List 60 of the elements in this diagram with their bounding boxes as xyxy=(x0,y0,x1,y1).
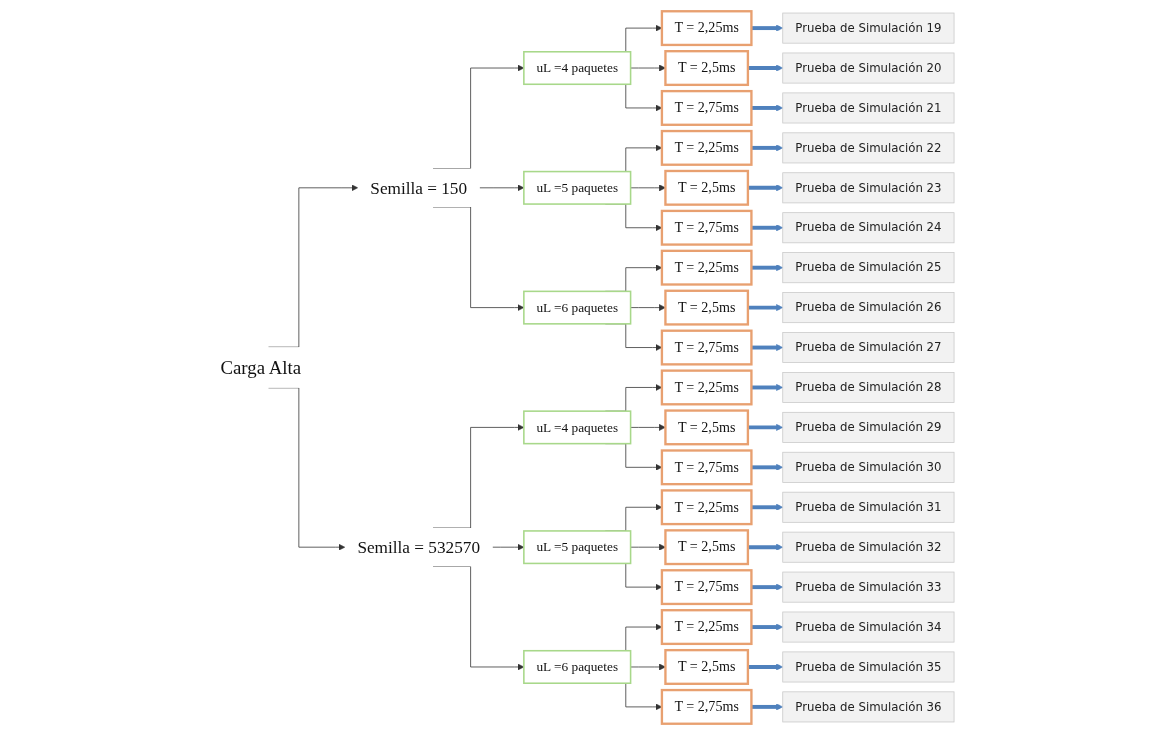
arrow xyxy=(750,623,783,631)
node-box: Prueba de Simulación 22 xyxy=(781,132,954,164)
arrow xyxy=(750,463,783,471)
node-box: Prueba de Simulación 19 xyxy=(781,12,954,44)
node-box: T = 2,5ms xyxy=(663,648,749,685)
node-box: uL =5 paquetes xyxy=(522,530,631,565)
node-box: T = 2,5ms xyxy=(663,169,749,206)
arrow xyxy=(747,184,783,192)
node-box: T = 2,25ms xyxy=(660,10,753,47)
node-box: T = 2,75ms xyxy=(660,89,753,126)
node-box: Prueba de Simulación 21 xyxy=(781,92,954,124)
arrow xyxy=(747,304,783,312)
arrow xyxy=(750,384,783,391)
node-box: Prueba de Simulación 36 xyxy=(781,691,954,723)
node-box: T = 2,25ms xyxy=(660,609,753,646)
arrow xyxy=(750,583,783,591)
arrow xyxy=(750,24,783,32)
node-box: T = 2,5ms xyxy=(663,409,749,446)
node-box: T = 2,25ms xyxy=(660,129,753,166)
node-box: Prueba de Simulación 34 xyxy=(781,611,954,643)
arrow xyxy=(750,503,783,511)
node-box: Prueba de Simulación 20 xyxy=(781,52,954,84)
node-box: T = 2,75ms xyxy=(660,449,753,486)
node-box: Prueba de Simulación 26 xyxy=(781,292,954,324)
node-box: Prueba de Simulación 30 xyxy=(781,451,954,483)
node-box: T = 2,75ms xyxy=(660,688,753,725)
node-box: T = 2,75ms xyxy=(660,329,753,366)
node-box: Prueba de Simulación 32 xyxy=(781,531,954,563)
node-box: Prueba de Simulación 25 xyxy=(781,252,954,284)
arrow xyxy=(747,423,783,431)
node-box: T = 2,25ms xyxy=(660,249,753,286)
node-box: T = 2,75ms xyxy=(660,209,753,246)
node-box: uL =6 paquetes xyxy=(522,290,631,325)
node-box: Prueba de Simulación 31 xyxy=(781,491,954,523)
node-box: uL =4 paquetes xyxy=(522,410,631,445)
node-box: Prueba de Simulación 33 xyxy=(781,571,954,603)
node-box: T = 2,25ms xyxy=(660,369,753,406)
arrow xyxy=(750,104,783,112)
node-box: Prueba de Simulación 23 xyxy=(781,172,954,204)
node-box: T = 2,5ms xyxy=(663,529,749,566)
node-box: Prueba de Simulación 28 xyxy=(781,372,954,403)
arrow xyxy=(750,224,783,232)
node-box: Prueba de Simulación 27 xyxy=(781,332,954,363)
arrow xyxy=(747,543,783,551)
arrow xyxy=(750,144,783,152)
node-box: Prueba de Simulación 24 xyxy=(781,212,954,244)
node-box: uL =4 paquetes xyxy=(522,51,631,86)
node-box: Prueba de Simulación 35 xyxy=(781,651,954,683)
node-box: Prueba de Simulación 29 xyxy=(781,411,954,443)
arrow xyxy=(750,703,783,711)
node-box: uL =5 paquetes xyxy=(522,170,631,205)
node-box: uL =6 paquetes xyxy=(522,649,631,684)
arrow xyxy=(747,64,783,72)
node-box: T = 2,25ms xyxy=(660,489,753,526)
arrow xyxy=(750,264,783,272)
node-box: T = 2,75ms xyxy=(660,569,753,606)
arrow xyxy=(747,663,783,671)
node-box: T = 2,5ms xyxy=(663,50,749,87)
node-box: T = 2,5ms xyxy=(663,289,749,326)
arrow xyxy=(750,344,783,351)
